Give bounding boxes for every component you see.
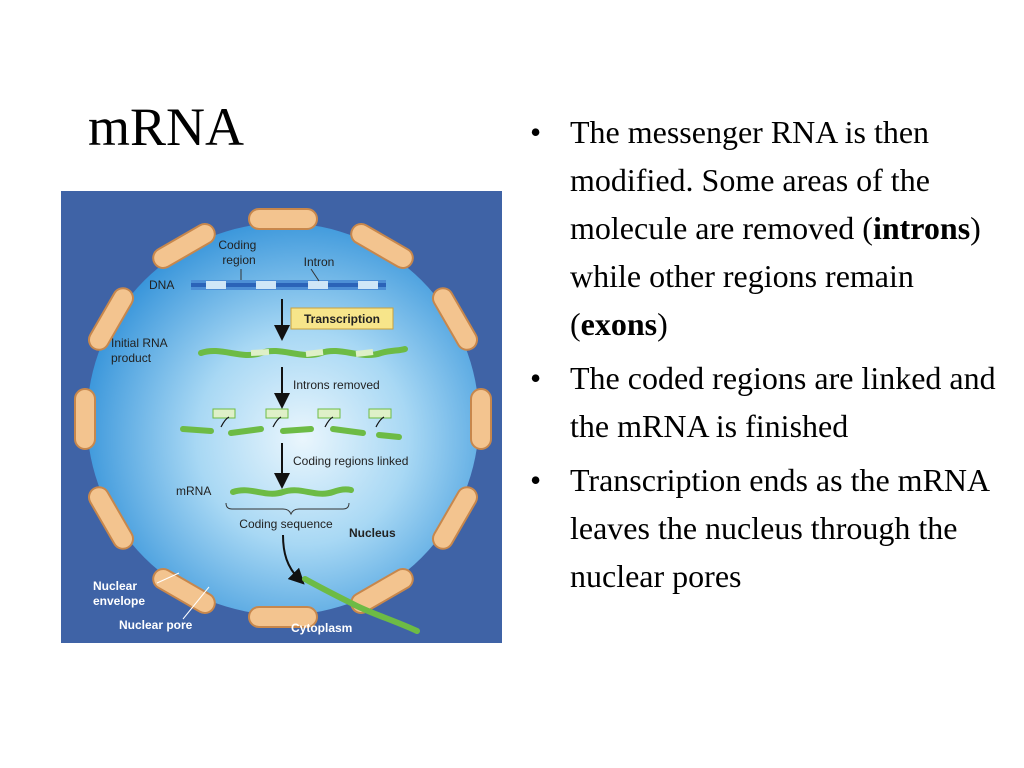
coding-regions-linked-label: Coding regions linked xyxy=(293,454,408,468)
bullet-text: The coded regions are linked and the mRN… xyxy=(570,360,996,444)
nuclear-pore-pointer xyxy=(182,586,210,620)
intron-pointer xyxy=(310,268,320,282)
exiting-mrna-strand xyxy=(302,576,420,634)
nuclear-envelope-label: Nuclear envelope xyxy=(93,579,145,608)
transcription-box xyxy=(290,307,394,330)
bullet-item: • The messenger RNA is then modified. Som… xyxy=(530,108,1000,348)
initial-rna-introns xyxy=(250,349,374,357)
dna-label: DNA xyxy=(149,278,174,292)
exit-arrow xyxy=(282,534,305,585)
introns-removed-label: Introns removed xyxy=(293,378,380,392)
dna-strand xyxy=(191,280,386,290)
bullet-text: The messenger RNA is then modified. Some… xyxy=(570,114,930,246)
transcription-label: Transcription xyxy=(304,312,380,326)
bullet-item: • Transcription ends as the mRNA leaves t… xyxy=(530,456,1000,600)
mrna-strand xyxy=(230,486,354,497)
coding-sequence-brace xyxy=(225,502,350,516)
bullet-text: Transcription ends as the mRNA leaves th… xyxy=(570,462,989,594)
bullet-bold-term: exons xyxy=(580,306,658,342)
mrna-label: mRNA xyxy=(176,484,211,498)
slide-title: mRNA xyxy=(88,97,245,157)
bullet-text: ) while other regions remain ( xyxy=(570,210,981,342)
coding-sequence-label: Coding sequence xyxy=(239,517,333,531)
nuclear-pore-label: Nuclear pore xyxy=(119,618,193,632)
bullet-bold-term: introns xyxy=(872,210,971,246)
nuclear-envelope xyxy=(74,208,492,628)
bullet-text: ) xyxy=(657,306,668,342)
nuclear-envelope-pointer xyxy=(156,572,180,584)
bullet-item: • The coded regions are linked and the mR… xyxy=(530,354,1000,450)
intron-label: Intron xyxy=(304,255,335,269)
bullet-marker: • xyxy=(530,360,542,396)
mrna-processing-figure: Coding region Intron DNA Transcription I… xyxy=(61,191,502,643)
cytoplasm-label: Cytoplasm xyxy=(291,621,352,635)
nucleus-label: Nucleus xyxy=(349,526,396,540)
excised-fragments xyxy=(180,408,402,440)
bullet-marker: • xyxy=(530,114,542,150)
initial-rna-label: Initial RNA product xyxy=(111,336,170,365)
coding-region-label: Coding region xyxy=(218,238,259,267)
bullet-marker: • xyxy=(530,462,542,498)
bullet-list: • The messenger RNA is then modified. Som… xyxy=(530,108,1000,606)
figure-svg: Coding region Intron DNA Transcription I… xyxy=(61,191,502,643)
